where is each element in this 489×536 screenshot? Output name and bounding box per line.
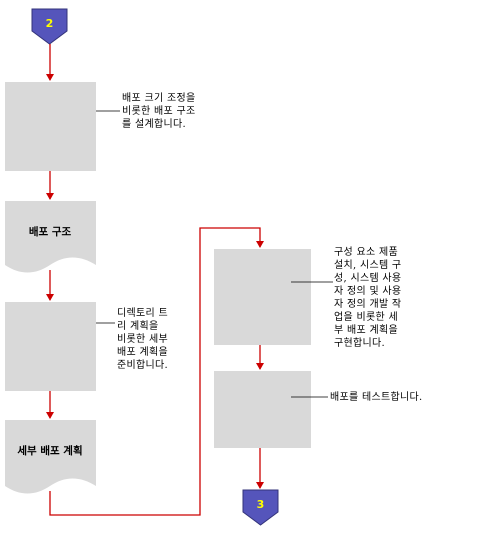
step2-note: 디렉토리 트 리 계획을 비롯한 세부 배포 계획을 준비합니다. [117, 308, 168, 371]
flow-connector-line [49, 227, 264, 516]
connector-top-label: 2 [46, 17, 54, 30]
process-box-prepare-plan [5, 302, 96, 391]
document-detailed-deployment-plan: 세부 배포 계획 [5, 420, 96, 494]
step1-note: 배포 크기 조정을 비롯한 배포 구조 를 설계합니다. [122, 93, 196, 130]
process-box-implement-plan [214, 249, 311, 345]
offpage-connector-bottom: 3 [242, 489, 279, 526]
document-label: 세부 배포 계획 [17, 444, 82, 457]
document-label: 배포 구조 [29, 225, 72, 238]
document-deployment-architecture: 배포 구조 [5, 201, 96, 273]
process-box-design-architecture [5, 82, 96, 171]
step3-note: 구성 요소 제품 설치, 시스템 구 성, 시스템 사용 자 정의 및 사용 자… [334, 247, 402, 349]
connector-bottom-label: 3 [257, 498, 265, 511]
step4-note: 배포를 테스트합니다. [330, 392, 423, 403]
process-box-test-deployment [214, 371, 311, 448]
offpage-connector-top: 2 [31, 8, 68, 45]
